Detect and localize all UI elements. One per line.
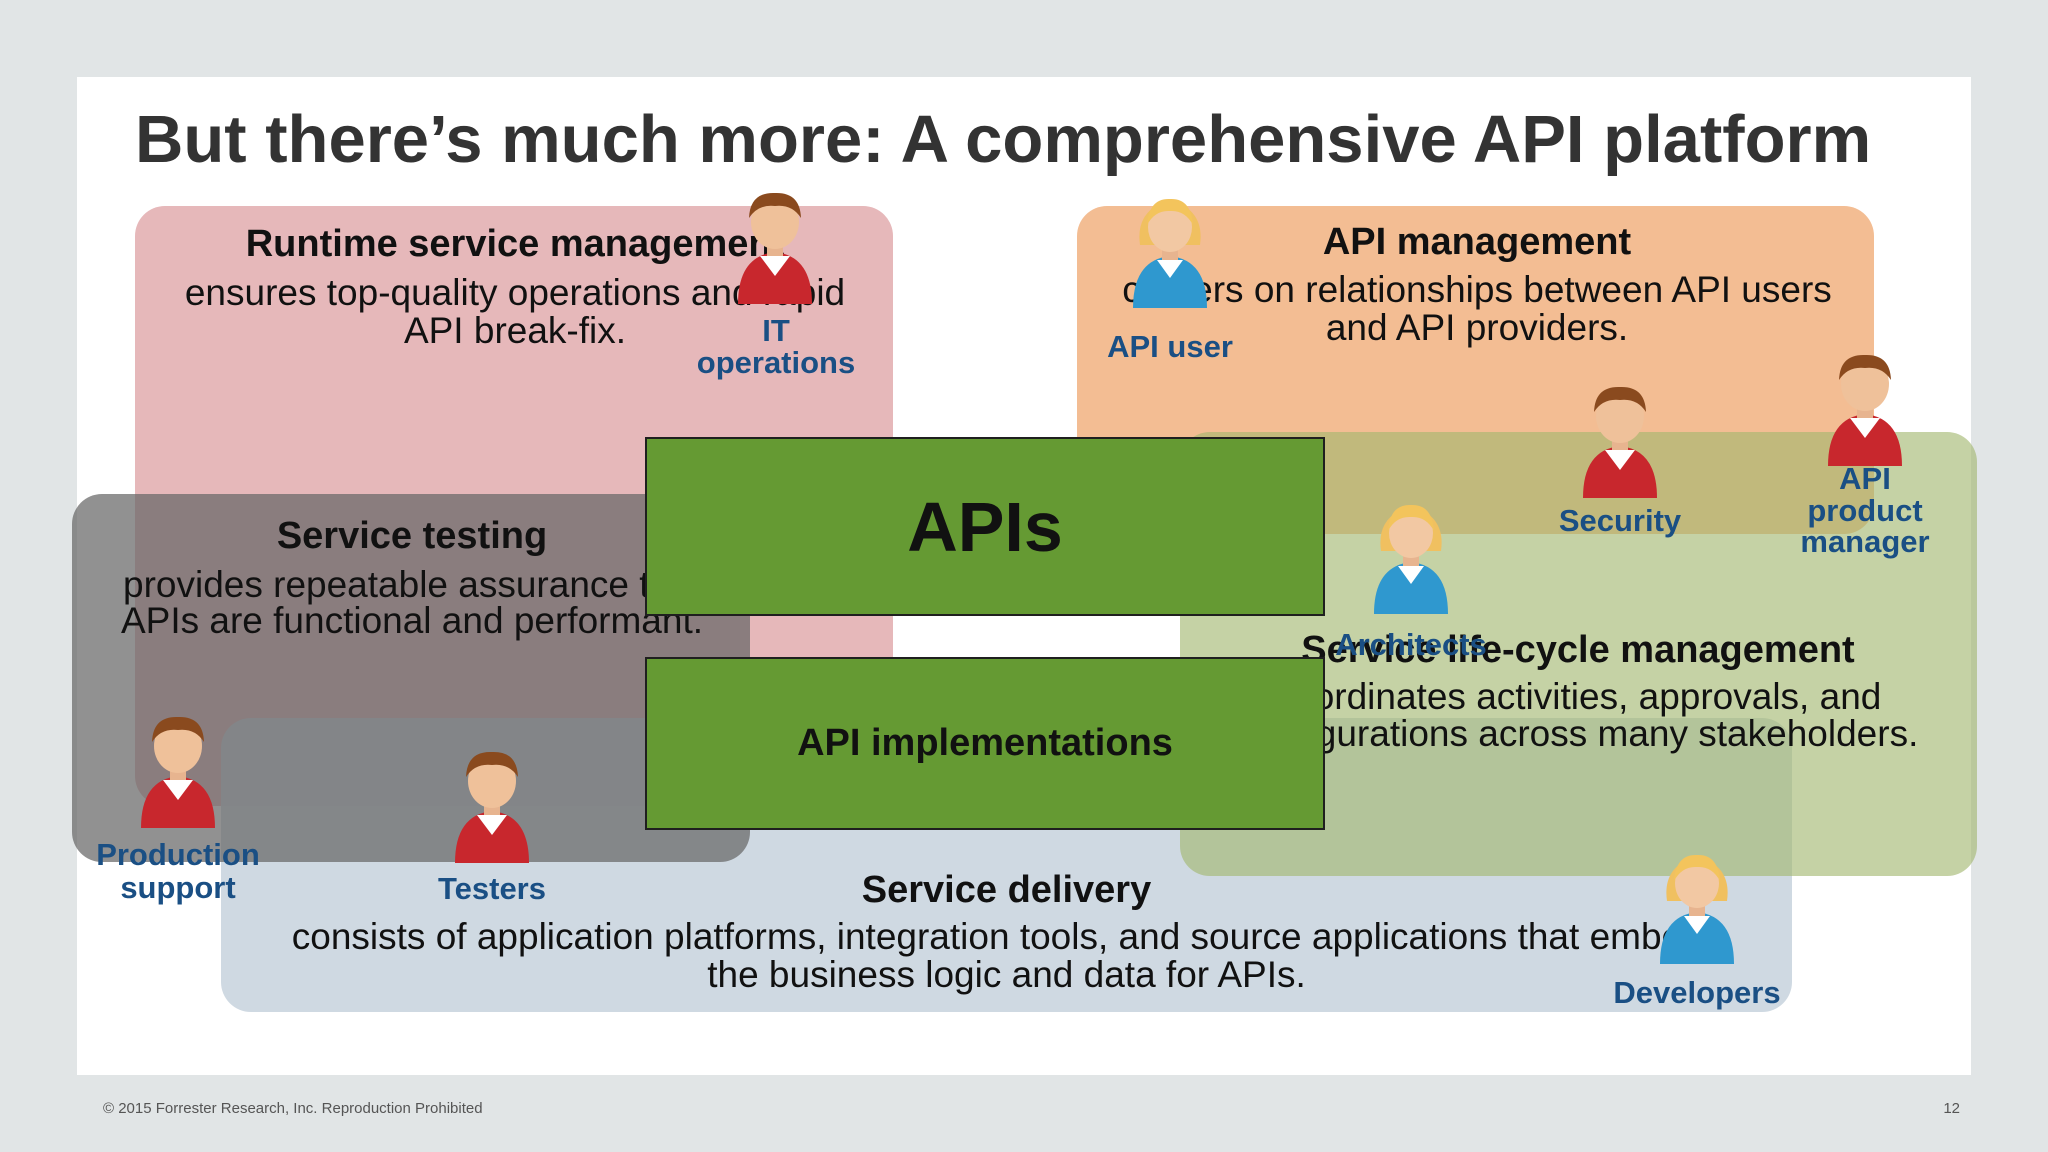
copyright-footer: © 2015 Forrester Research, Inc. Reproduc… (103, 1100, 483, 1117)
runtime-heading: Runtime service management (245, 223, 785, 265)
page-number: 12 (1943, 1100, 1960, 1117)
runtime-text-line1: ensures top-quality operations and rapid (184, 272, 846, 313)
testers-person-icon (447, 745, 537, 865)
api-user-person-icon (1125, 190, 1215, 310)
it-operations-person-icon (730, 186, 820, 306)
lifecycle-heading: Service life-cycle management (1301, 629, 1855, 671)
apis-box: APIs (645, 437, 1325, 616)
slide-title: But there’s much more: A comprehensive A… (135, 102, 1872, 177)
production-support-label-line1: Production (96, 837, 260, 872)
service-testing-text-line1: provides repeatable assurance that (123, 564, 701, 605)
security-label: Security (1558, 503, 1682, 538)
runtime-text-line2: API break-fix. (403, 310, 627, 351)
service-delivery-text-line1: consists of application platforms, integ… (291, 916, 1722, 957)
api-user-label: API user (1107, 329, 1233, 364)
api-product-manager-label-line3: manager (1800, 524, 1930, 559)
service-testing-heading: Service testing (276, 515, 548, 557)
service-delivery-text-line2: the business logic and data for APIs. (707, 954, 1306, 995)
architects-person-icon (1366, 496, 1456, 616)
api-product-manager-person-icon (1820, 348, 1910, 468)
lifecycle-text-line2: configurations across many stakeholders. (1237, 713, 1919, 754)
developers-person-icon (1652, 846, 1742, 966)
production-support-person-icon (133, 710, 223, 830)
api-management-text-line2: and API providers. (1325, 307, 1629, 348)
api-management-heading: API management (1322, 221, 1632, 263)
service-delivery-heading: Service delivery (861, 869, 1152, 911)
api-product-manager-label-line2: product (1807, 493, 1923, 528)
api-implementations-box: API implementations (645, 657, 1325, 830)
api-product-manager-label-line1: API (1839, 461, 1891, 496)
service-testing-text-line2: APIs are functional and performant. (120, 600, 704, 641)
developers-label: Developers (1613, 975, 1781, 1010)
lifecycle-text-line1: coordinates activities, approvals, and (1274, 676, 1882, 717)
it-operations-label-line2: operations (696, 345, 856, 380)
api-management-text-line1: centers on relationships between API use… (1122, 269, 1832, 310)
production-support-label-line2: support (120, 870, 236, 905)
it-operations-label-line1: IT (762, 313, 790, 348)
security-person-icon (1575, 380, 1665, 500)
testers-label: Testers (438, 871, 546, 906)
architects-label: Architects (1335, 627, 1487, 662)
